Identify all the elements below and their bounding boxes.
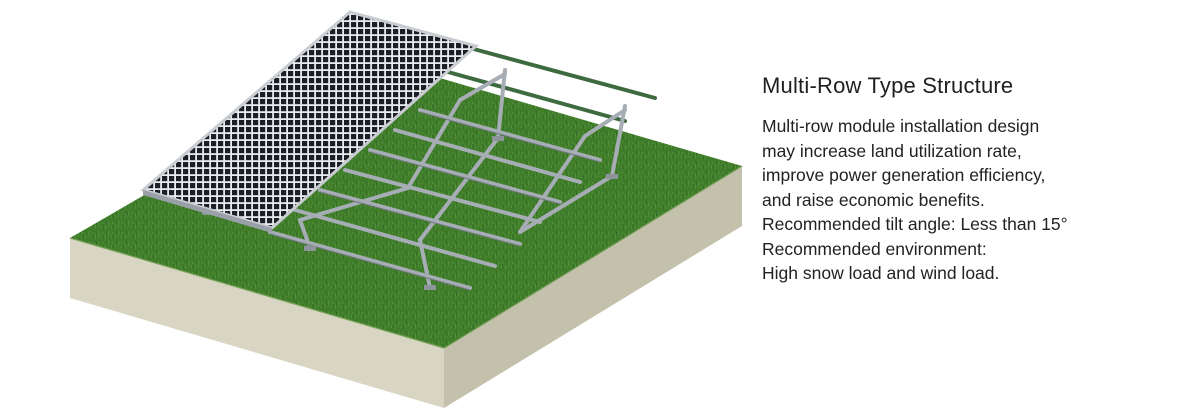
support-frame-shading <box>269 111 601 291</box>
feature-title: Multi-Row Type Structure <box>762 73 1014 98</box>
grass-top <box>70 60 742 348</box>
feature-line: Multi-row module installation design <box>762 116 1040 136</box>
environment-value-line: High snow load and wind load. <box>762 263 1000 283</box>
solar-panel <box>139 10 480 233</box>
feature-line: and raise economic benefits. <box>762 189 985 210</box>
tilt-angle-line: Recommended tilt angle: Less than 15° <box>762 214 1068 234</box>
feature-description: Multi-Row Type Structure Multi-row modul… <box>762 72 1192 286</box>
ground-block <box>69 60 743 408</box>
solar-mount-illustration <box>69 10 743 408</box>
feature-line: improve power generation efficiency, <box>762 165 1046 185</box>
soil-side-face <box>444 166 742 408</box>
feature-line: may increase land utilization rate, <box>762 140 1022 161</box>
back-rails <box>446 46 657 123</box>
soil-front-face <box>70 238 444 408</box>
environment-label-line: Recommended environment: <box>762 238 987 259</box>
